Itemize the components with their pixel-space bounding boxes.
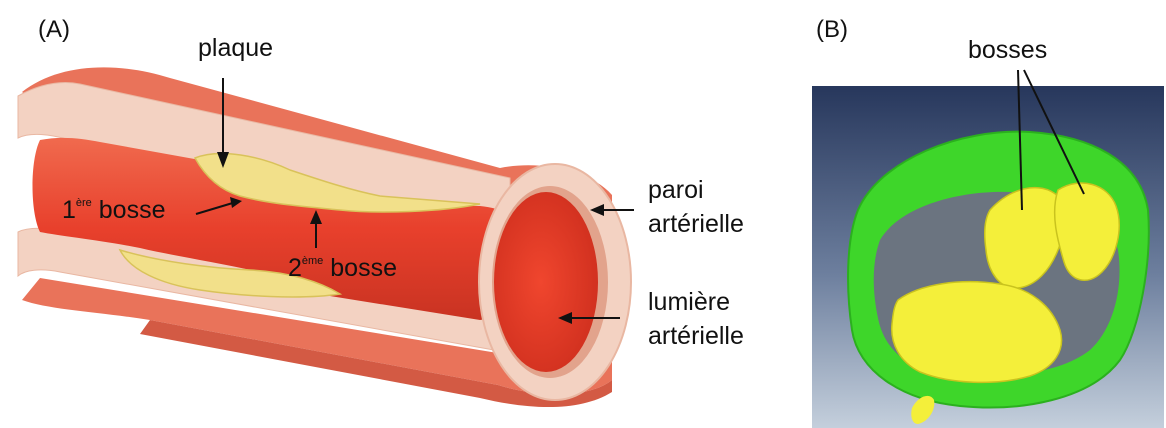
label-lumen-line1: lumière — [648, 290, 730, 315]
label-plaque: plaque — [198, 36, 273, 61]
first-bump-word: bosse — [92, 196, 166, 224]
label-lumen-line2: artérielle — [648, 324, 744, 349]
label-bumps: bosses — [968, 38, 1047, 63]
first-bump-number: 1 — [62, 196, 76, 224]
first-bump-superscript: ère — [76, 197, 92, 209]
panel-b-letter: (B) — [816, 18, 848, 42]
label-first-bump: 1ère bosse — [62, 198, 165, 223]
second-bump-word: bosse — [323, 254, 397, 282]
label-wall-line2: artérielle — [648, 212, 744, 237]
label-second-bump: 2ème bosse — [288, 256, 397, 281]
second-bump-number: 2 — [288, 254, 302, 282]
label-wall-line1: paroi — [648, 178, 704, 203]
panel-a-letter: (A) — [38, 18, 70, 42]
second-bump-superscript: ème — [302, 255, 323, 267]
render-3d — [812, 70, 1164, 428]
vessel-cross-section — [479, 164, 631, 400]
